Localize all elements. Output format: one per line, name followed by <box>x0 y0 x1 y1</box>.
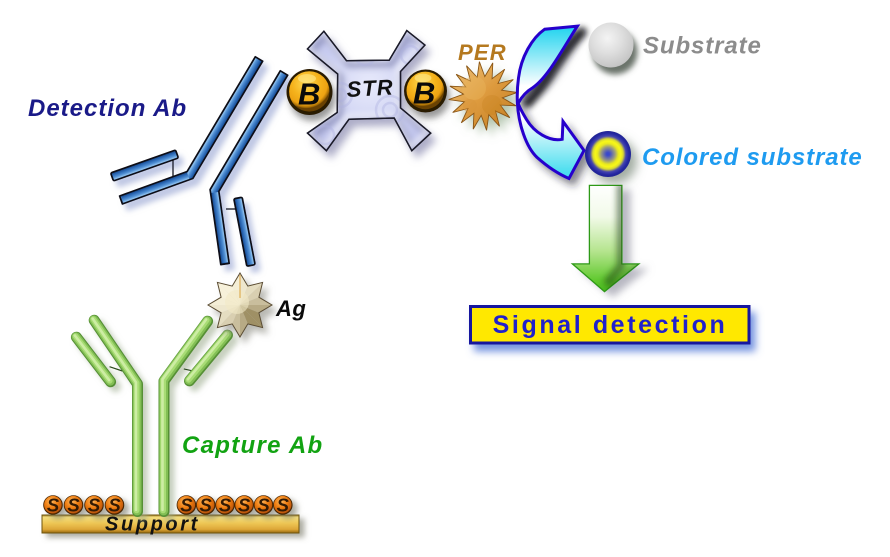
svg-text:S: S <box>200 495 213 516</box>
svg-text:S: S <box>47 495 60 516</box>
svg-text:S: S <box>219 495 232 516</box>
svg-text:Colored substrate: Colored substrate <box>642 144 863 171</box>
svg-text:Capture Ab: Capture Ab <box>182 432 323 459</box>
svg-text:Detection Ab: Detection Ab <box>28 95 187 122</box>
svg-text:PER: PER <box>458 40 507 65</box>
svg-text:Support: Support <box>105 514 200 536</box>
svg-text:Ag: Ag <box>275 296 306 321</box>
svg-text:S: S <box>88 495 101 516</box>
svg-text:S: S <box>238 495 251 516</box>
svg-text:S: S <box>180 495 193 516</box>
svg-text:B: B <box>298 77 320 112</box>
svg-text:S: S <box>108 495 121 516</box>
svg-text:Substrate: Substrate <box>643 33 762 60</box>
svg-text:B: B <box>413 76 435 111</box>
svg-text:S: S <box>257 495 270 516</box>
svg-text:S: S <box>67 495 80 516</box>
svg-text:S: S <box>277 495 290 516</box>
svg-text:Signal detection: Signal detection <box>493 311 728 339</box>
svg-text:STR: STR <box>346 75 394 102</box>
